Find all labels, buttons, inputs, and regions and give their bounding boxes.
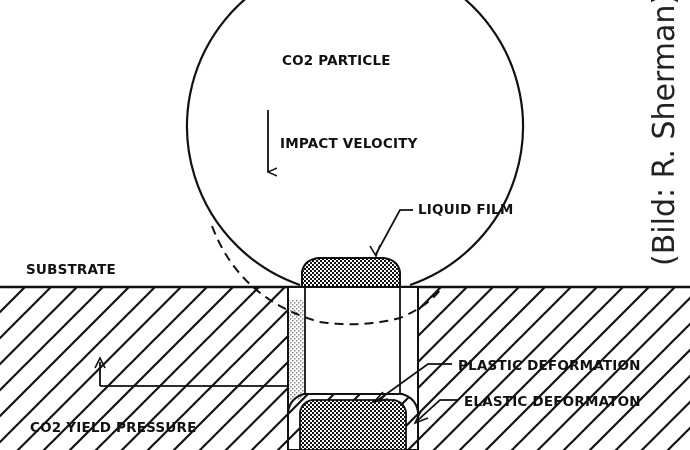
plastic-deformation-zone: [299, 399, 407, 450]
liquid-film-leader: [375, 209, 413, 255]
elastic-deformation-label: ELASTIC DEFORMATON: [464, 394, 641, 410]
plastic-deformation-label: PLASTIC DEFORMATION: [458, 358, 641, 374]
elastic-deformation-leader: [417, 399, 458, 421]
yield-pressure-label: CO2 YIELD PRESSURE: [30, 420, 197, 436]
yield-pressure-arrow: [94, 356, 288, 387]
particle-original-outline: [211, 225, 441, 326]
liquid-film-blob: [301, 257, 401, 288]
substrate-label: SUBSTRATE: [26, 262, 116, 278]
plastic-deformation-leader: [377, 363, 452, 401]
impact-velocity-label: IMPACT VELOCITY: [280, 136, 418, 152]
image-credit: (Bild: R. Sherman): [647, 0, 682, 266]
particle-label: CO2 PARTICLE: [282, 53, 391, 69]
liquid-film-label: LIQUID FILM: [418, 202, 513, 218]
substrate-hatch: [0, 288, 690, 450]
co2-particle-circle: [185, 0, 525, 287]
